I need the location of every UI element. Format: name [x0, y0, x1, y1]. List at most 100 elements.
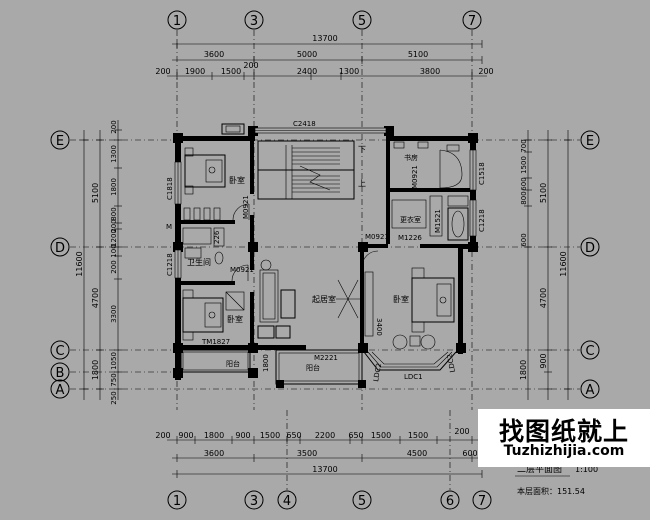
axis-bubble-5-top: 5 [352, 10, 372, 30]
svg-text:3: 3 [250, 494, 258, 509]
svg-text:5: 5 [358, 494, 366, 509]
svg-text:C: C [585, 344, 594, 359]
svg-text:3400: 3400 [375, 318, 383, 336]
svg-text:200: 200 [110, 120, 118, 133]
svg-text:2400: 2400 [297, 67, 317, 76]
svg-text:M0921: M0921 [230, 266, 254, 274]
axis-bubbles: 1 3 5 7 1 3 4 5 6 7 E D C B A E D C A [50, 10, 600, 510]
svg-text:A: A [56, 383, 65, 398]
svg-text:226: 226 [213, 230, 221, 244]
axis-bubble-4-bottom: 4 [277, 490, 297, 510]
balcony-center: 阳台 [275, 349, 363, 385]
watermark-cn: 找图纸就上 [498, 417, 629, 446]
balcony-left: 阳台 [180, 349, 251, 373]
svg-text:M0921: M0921 [365, 233, 389, 241]
svg-text:750: 750 [110, 373, 118, 386]
axis-bubble-6-bottom: 6 [440, 490, 460, 510]
dimensions-right: 700 1500 600 800 600 5100 4700 900 1800 … [519, 130, 572, 400]
svg-text:200: 200 [155, 431, 170, 440]
axis-bubble-1-bottom: 1 [167, 490, 187, 510]
svg-text:1500: 1500 [371, 431, 391, 440]
svg-text:C1518: C1518 [478, 162, 486, 185]
svg-text:1900: 1900 [185, 67, 205, 76]
svg-text:200: 200 [155, 67, 170, 76]
svg-text:1800: 1800 [519, 360, 528, 380]
svg-text:卧室: 卧室 [227, 314, 243, 324]
svg-text:M1226: M1226 [398, 234, 422, 242]
svg-text:D: D [585, 241, 595, 256]
svg-text:5000: 5000 [297, 50, 317, 59]
svg-text:C2418: C2418 [293, 120, 316, 128]
watermark-banner: 找图纸就上 Tuzhizhijia.com [478, 409, 650, 467]
axis-bubble-b-left: B [50, 362, 70, 382]
svg-text:M1521: M1521 [434, 209, 442, 233]
dimensions-top: 13700 3600 5000 5100 200 1900 1500 200 2… [155, 34, 494, 80]
svg-text:7: 7 [478, 494, 486, 509]
svg-text:M0921: M0921 [242, 195, 250, 219]
svg-text:E: E [56, 134, 64, 149]
svg-text:1500: 1500 [260, 431, 280, 440]
svg-text:5100: 5100 [539, 183, 548, 203]
svg-text:4500: 4500 [407, 449, 427, 458]
axis-bubble-d-left: D [50, 237, 70, 257]
svg-text:3600: 3600 [204, 449, 224, 458]
svg-text:600: 600 [462, 449, 477, 458]
svg-text:7: 7 [468, 14, 476, 29]
axis-bubble-d-right: D [580, 237, 600, 257]
svg-text:1800: 1800 [204, 431, 224, 440]
svg-text:2200: 2200 [315, 431, 335, 440]
axis-bubble-5-bottom: 5 [352, 490, 372, 510]
svg-text:M2221: M2221 [314, 354, 338, 362]
axis-bubble-c-left: C [50, 340, 70, 360]
svg-text:M: M [166, 223, 172, 231]
bedroom-top-left: 卧室 [183, 147, 250, 221]
svg-text:LDC2: LDC2 [372, 363, 383, 383]
svg-text:100: 100 [110, 244, 118, 257]
svg-text:650: 650 [286, 431, 301, 440]
svg-text:11600: 11600 [559, 251, 568, 276]
svg-text:TM1827: TM1827 [201, 338, 230, 346]
svg-text:二层平面图: 二层平面图 [517, 464, 562, 475]
svg-text:1: 1 [173, 494, 181, 509]
svg-text:C1818: C1818 [166, 177, 174, 200]
svg-text:LDC2: LDC2 [446, 353, 457, 373]
staircase: 下 上 [257, 140, 366, 200]
axis-bubble-3-bottom: 3 [244, 490, 264, 510]
axis-bubble-c-right: C [580, 340, 600, 360]
svg-text:200: 200 [454, 427, 469, 436]
svg-text:650: 650 [348, 431, 363, 440]
svg-text:卧室: 卧室 [229, 175, 245, 185]
svg-text:1800: 1800 [91, 360, 100, 380]
svg-text:1200: 1200 [110, 229, 118, 247]
svg-text:书房: 书房 [404, 153, 418, 162]
svg-text:B: B [56, 366, 65, 381]
svg-text:卫生间: 卫生间 [187, 257, 211, 267]
axis-bubble-7-bottom: 7 [472, 490, 492, 510]
svg-text:900: 900 [235, 431, 250, 440]
svg-text:下: 下 [358, 145, 366, 154]
svg-text:LDC1: LDC1 [404, 373, 423, 381]
svg-text:3300: 3300 [110, 305, 118, 323]
svg-text:A: A [586, 383, 595, 398]
svg-text:1:100: 1:100 [575, 465, 598, 474]
svg-text:3800: 3800 [420, 67, 440, 76]
svg-text:250: 250 [110, 391, 118, 404]
svg-text:C1218: C1218 [478, 209, 486, 232]
svg-text:1050: 1050 [110, 352, 118, 370]
svg-text:C1218: C1218 [166, 253, 174, 276]
bedroom-bottom-left: 卧室 [182, 289, 245, 341]
svg-text:更衣室: 更衣室 [400, 215, 421, 224]
axis-bubble-7-top: 7 [462, 10, 482, 30]
svg-text:1800: 1800 [110, 178, 118, 196]
svg-text:200: 200 [243, 61, 258, 70]
svg-text:700: 700 [520, 139, 528, 152]
svg-text:5100: 5100 [91, 183, 100, 203]
svg-text:3: 3 [250, 14, 258, 29]
svg-text:本层面积：151.54: 本层面积：151.54 [517, 486, 585, 496]
axis-bubble-e-left: E [50, 130, 70, 150]
svg-text:阳台: 阳台 [226, 359, 240, 368]
axis-bubble-a-right: A [580, 379, 600, 399]
component-labels: C2418 C1818 C1218 C1518 C1218 M0921 M092… [166, 120, 486, 382]
svg-text:5100: 5100 [408, 50, 428, 59]
